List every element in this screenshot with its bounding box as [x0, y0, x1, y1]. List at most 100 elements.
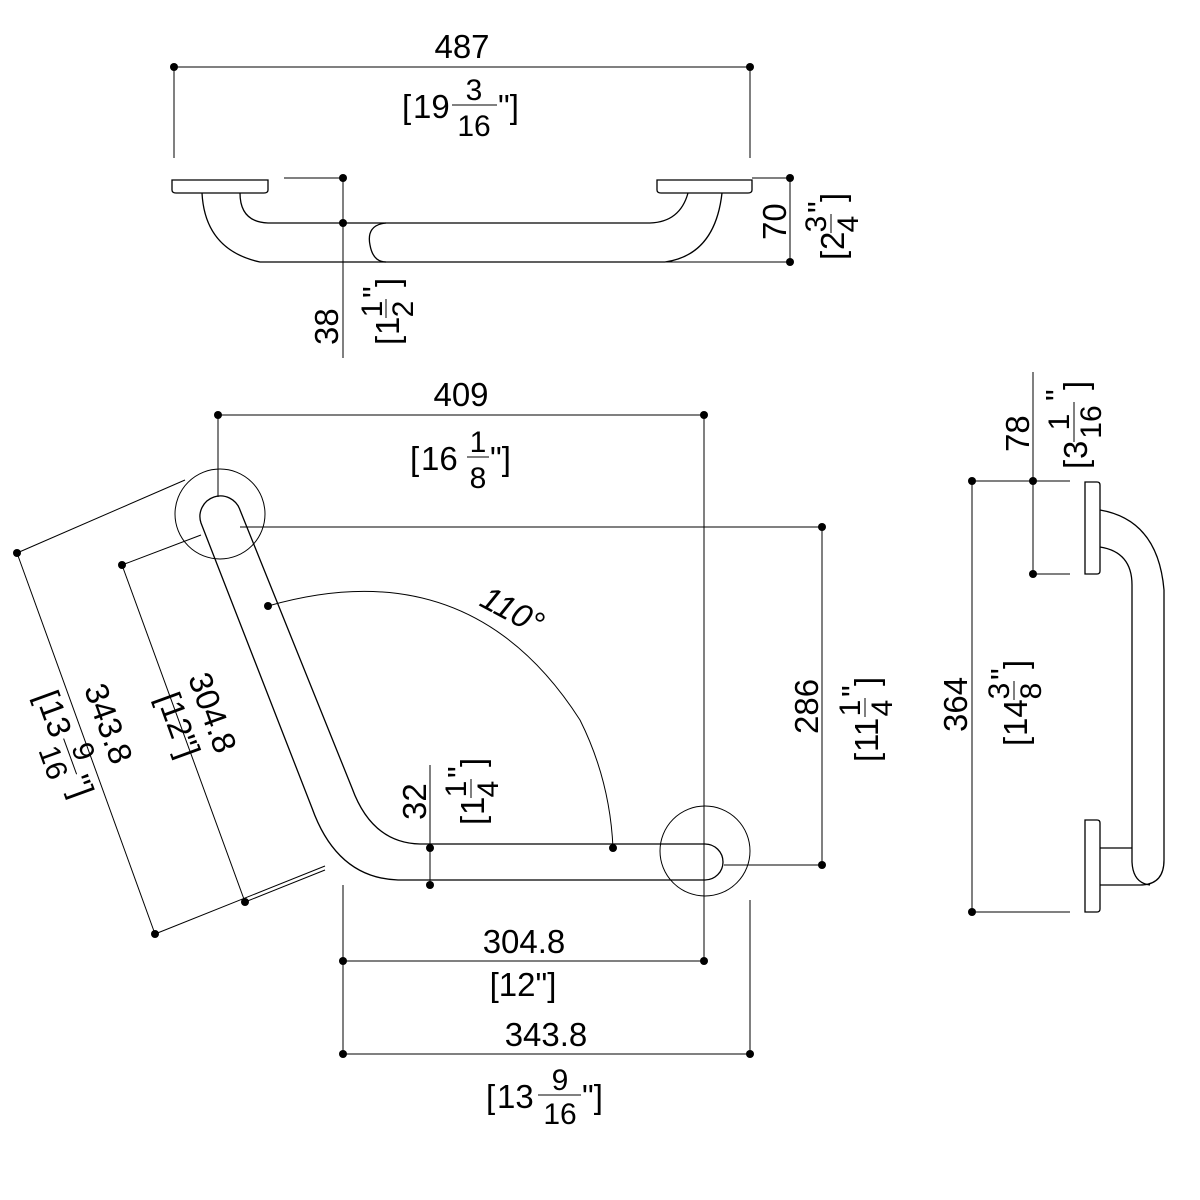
dim-point: [1029, 477, 1037, 485]
dim-point: [339, 219, 347, 227]
inch-numerator: 3: [800, 216, 833, 233]
inch-denominator: 2: [387, 301, 420, 318]
inch-whole: 16: [421, 440, 458, 477]
dim-line-angled-leg-inner: [121, 564, 246, 903]
angled-bar: [199, 495, 724, 881]
inch-denominator: 8: [470, 462, 487, 495]
front-view: 409 [ 16 1 8 "] 286 [ 11 1 4 " ]: [13, 376, 899, 1131]
angle-label: 110°: [475, 579, 550, 643]
dim-point: [170, 63, 178, 71]
bar-section-end: [368, 222, 387, 263]
extension-line: [154, 865, 326, 935]
flange-bottom: [659, 805, 751, 897]
angled-leg-outer-label: 343.8 [ 13 9 16 "]: [29, 678, 141, 802]
inch-denominator: 16: [543, 1098, 576, 1131]
inch-whole: 1: [454, 797, 491, 815]
dim-point: [818, 523, 826, 531]
dim-line-angled-leg-outer: [16, 552, 156, 935]
dim-point: [786, 174, 794, 182]
bracket-open: [: [848, 753, 885, 762]
inch-mark: ": [801, 201, 838, 213]
inch-mark: ": [835, 685, 872, 697]
bracket-close: ]: [1057, 381, 1094, 390]
inch-numerator: 1: [470, 426, 487, 459]
flange-diameter-mm: 78: [999, 415, 1036, 452]
flange-bottom: [1084, 819, 1101, 913]
bracket-close: "]: [582, 1078, 603, 1115]
horizontal-leg-outer-inch: [ 13 9 16 "]: [486, 1064, 603, 1131]
dim-point: [118, 561, 126, 569]
fraction-bar: [63, 738, 78, 775]
dim-point: [700, 411, 708, 419]
dim-point: [746, 1050, 754, 1058]
horizontal-leg-inner-inch: [12"]: [490, 966, 557, 1003]
inch-denominator: 8: [1015, 683, 1048, 700]
projection-mm: 70: [756, 203, 793, 240]
overall-width-inch: [ 16 1 8 "]: [410, 426, 511, 495]
inch-numerator: 9: [552, 1064, 569, 1097]
bracket-open: [: [402, 88, 411, 125]
bracket-open: [: [1057, 460, 1094, 469]
bracket-open: [: [486, 1078, 495, 1115]
inch-whole: 13: [497, 1078, 534, 1115]
bracket-open: [: [997, 737, 1034, 746]
inch-numerator: 3: [983, 683, 1016, 700]
bracket-close: ]: [814, 193, 851, 202]
inch-whole: 3: [1057, 441, 1094, 459]
overall-height-label: 286 [ 11 1 4 " ]: [788, 677, 899, 762]
horizontal-leg-inner-mm: 304.8: [483, 923, 566, 960]
bracket-close: ]: [369, 278, 406, 287]
inch-whole: 1: [369, 317, 406, 335]
top-view: 487 [ 19 3 16 "] 38 [ 1 1 2 " ]: [170, 28, 865, 358]
inch-denominator: 16: [1075, 405, 1108, 438]
side-view: 364 [ 14 3 8 " ] 78 [ 3 1 16 " ]: [937, 372, 1165, 916]
inch-mark: ": [984, 668, 1021, 680]
bar-inner: [1099, 546, 1151, 886]
flange-top: [174, 468, 266, 560]
dim-point: [968, 908, 976, 916]
angled-leg-inner-label: 304.8 [12"]: [150, 667, 244, 762]
inch-whole: 19: [413, 88, 450, 125]
inch-numerator: 1: [440, 781, 473, 798]
inch-denominator: 4: [472, 781, 505, 798]
inch-numerator: 3: [466, 74, 483, 107]
inch-mark: ": [1039, 389, 1076, 401]
dim-point: [339, 1050, 347, 1058]
tube-diameter-label: 32 [ 1 1 4 " ]: [396, 758, 505, 825]
inch-denominator: 4: [832, 216, 865, 233]
overall-width-mm: 409: [433, 376, 488, 413]
dim-point: [968, 477, 976, 485]
inch-numerator: 1: [1043, 414, 1076, 431]
dim-point: [1029, 570, 1037, 578]
dim-point: [13, 549, 21, 557]
inch-numerator: 1: [356, 301, 389, 318]
inch-whole: 14: [997, 699, 1034, 736]
dim-point: [426, 881, 434, 889]
flange-top: [1084, 481, 1101, 575]
overall-height-label: 364 [ 14 3 8 " ]: [937, 660, 1048, 746]
flange-left: [171, 179, 269, 194]
bar-outer: [201, 192, 723, 263]
horizontal-leg-outer-mm: 343.8: [505, 1016, 588, 1053]
bracket-open: [: [814, 251, 851, 260]
tube-diameter-label: 38 [ 1 1 2 " ]: [308, 278, 420, 345]
inch-numerator: 1: [834, 700, 867, 717]
dim-point: [700, 957, 708, 965]
inch-denominator: 16: [457, 110, 490, 143]
dim-point: [609, 844, 617, 852]
extension-line: [121, 534, 202, 566]
projection-label: 70 [ 2 3 4 " ]: [756, 193, 865, 260]
bracket-open: [: [369, 336, 406, 345]
overall-height-mm: 364: [937, 677, 974, 732]
extension-line: [16, 479, 186, 554]
bar-inner: [239, 192, 689, 224]
inch-denominator: 4: [866, 700, 899, 717]
dim-point: [241, 898, 249, 906]
overall-height-mm: 286: [788, 679, 825, 734]
flange-diameter-label: 78 [ 3 1 16 " ]: [999, 381, 1108, 469]
bracket-close: ]: [997, 660, 1034, 669]
dim-point: [214, 411, 222, 419]
bracket-close: "]: [490, 440, 511, 477]
angle-arc: [267, 590, 614, 849]
